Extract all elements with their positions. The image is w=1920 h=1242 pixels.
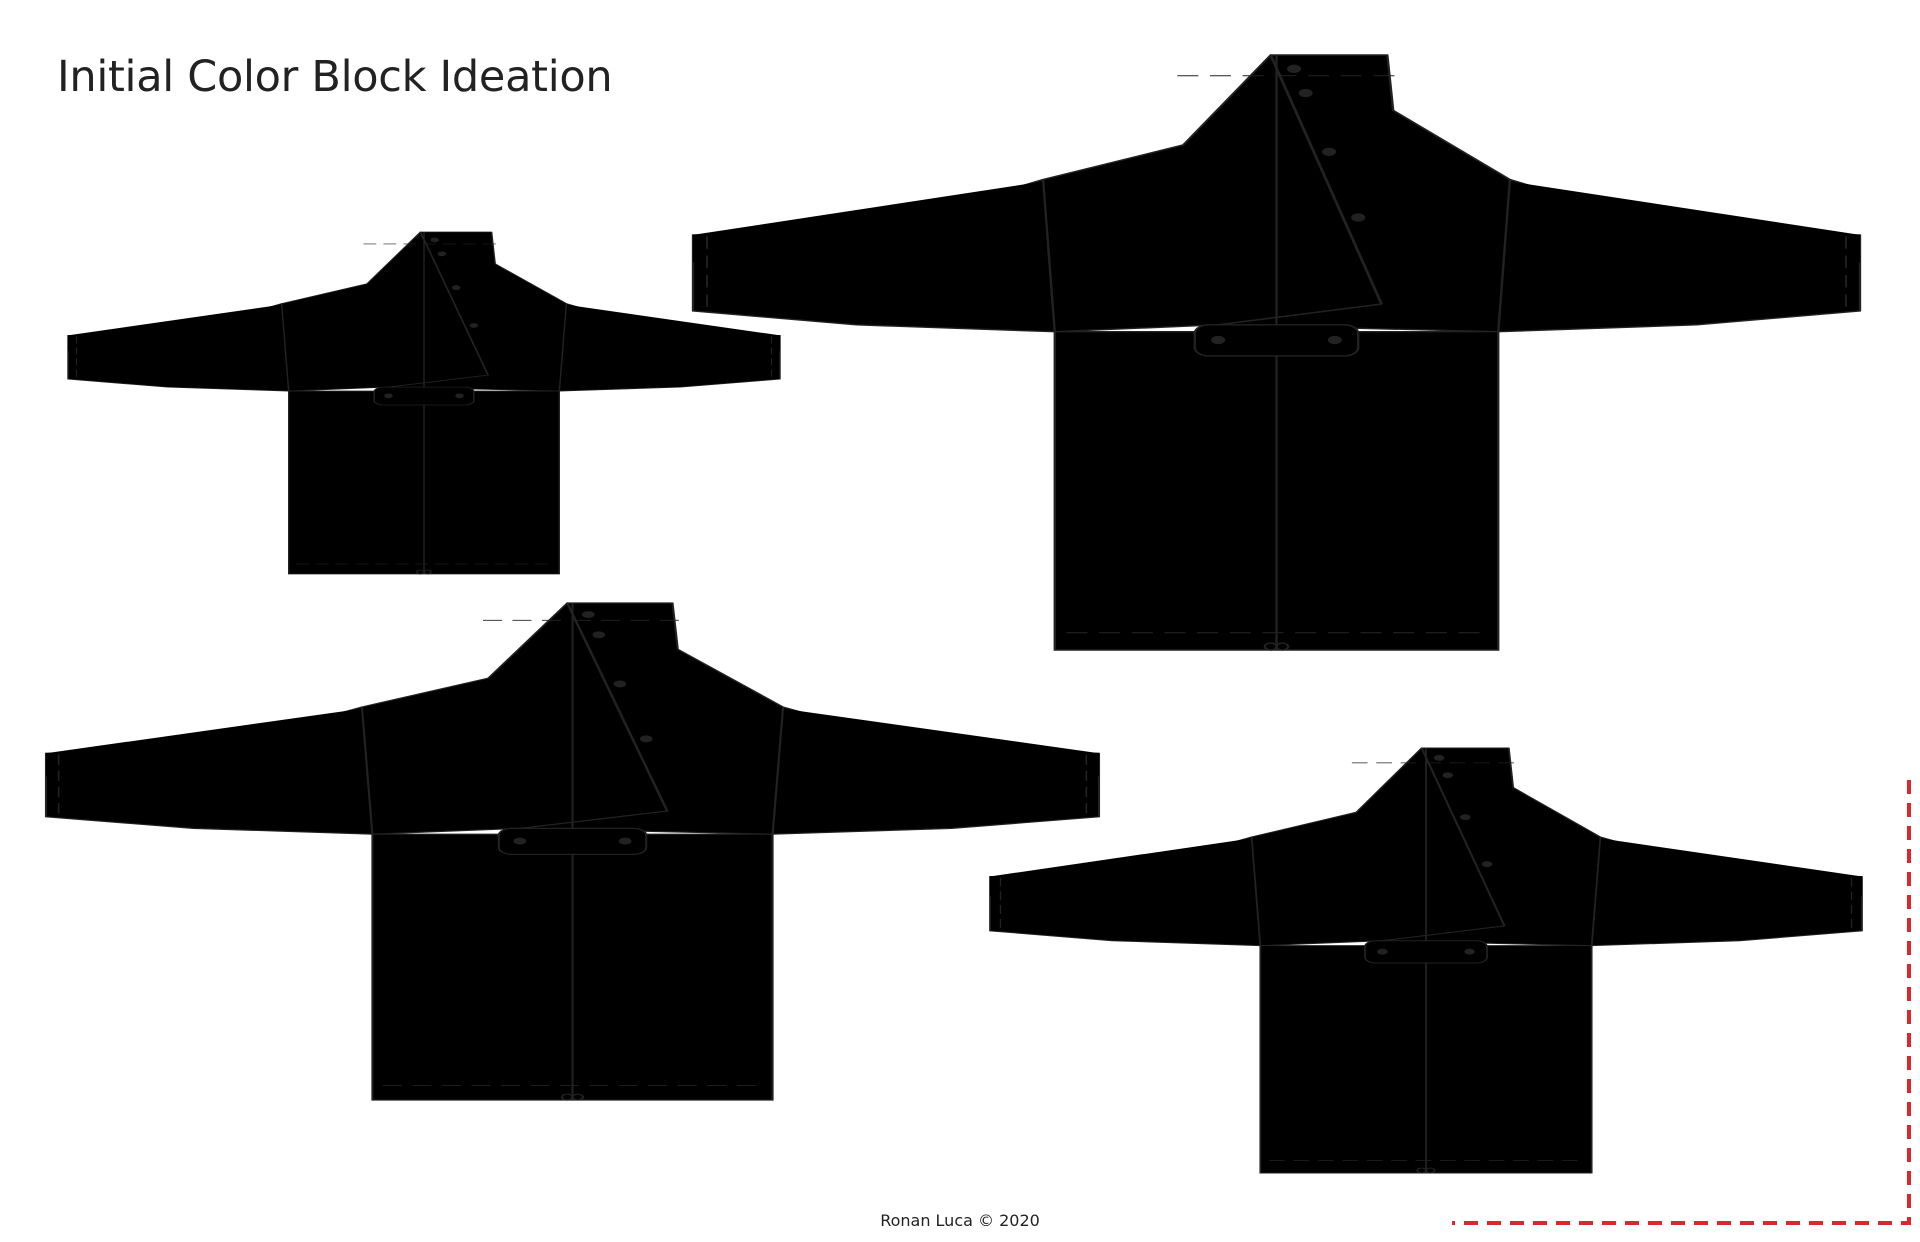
page-title: Initial Color Block Ideation [57, 52, 613, 102]
copyright-credit: Ronan Luca © 2020 [880, 1211, 1040, 1230]
